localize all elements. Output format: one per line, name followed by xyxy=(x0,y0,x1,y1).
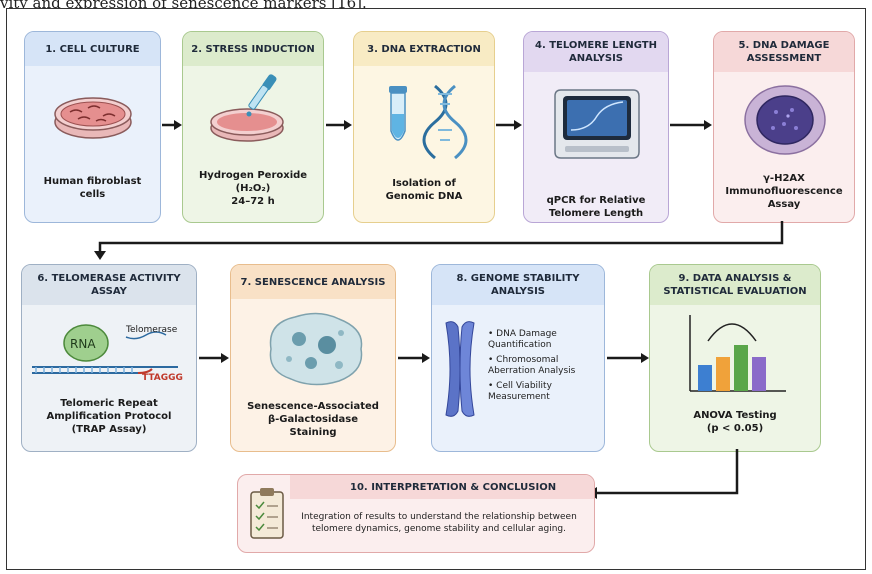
step-3-caption: Isolation of Genomic DNA xyxy=(385,178,463,202)
arrow-5-to-6 xyxy=(94,221,784,260)
step-8-bullet-list: • DNA Damage Quantification • Chromosoma… xyxy=(488,329,604,407)
conclusion-title: 10. INTERPRETATION & CONCLUSION xyxy=(290,475,594,499)
step-9-caption: ANOVA Testing (p < 0.05) xyxy=(693,410,777,434)
bullet-chromosomal: • Chromosomal Aberration Analysis xyxy=(488,355,576,376)
step-4-card: 4. TELOMERE LENGTH ANALYSIS qPCR for Rel… xyxy=(523,31,669,223)
arrow-3-to-4 xyxy=(496,120,522,130)
conclusion-text: Integration of results to understand the… xyxy=(301,512,577,534)
qpcr-machine-icon xyxy=(554,89,640,159)
step-5-caption: γ-H2AX Immunofluorescence Assay xyxy=(725,173,843,210)
step-7-card: 7. SENESCENCE ANALYSIS Senescence-Associ… xyxy=(230,264,396,452)
diagram-frame: 1. CELL CULTURE Human fibroblast cells 2… xyxy=(6,8,866,570)
arrow-7-to-8 xyxy=(398,353,430,363)
cell-nucleus-icon xyxy=(744,85,826,155)
step-4-caption: qPCR for Relative Telomere Length xyxy=(546,195,646,219)
telomerase-complex-icon xyxy=(32,324,178,374)
step-9-title: 9. DATA ANALYSIS & STATISTICAL EVALUATIO… xyxy=(650,265,820,305)
step-2-card: 2. STRESS INDUCTION Hydrogen Peroxide (H… xyxy=(182,31,324,223)
bar-graph-icon xyxy=(689,315,786,392)
step-6-card: 6. TELOMERASE ACTIVITY ASSAY RNA Telomer… xyxy=(21,264,197,452)
telomere-sequence-label: TTAGGG xyxy=(142,373,183,383)
step-5-card: 5. DNA DAMAGE ASSESSMENT γ-H2AX Immunofl… xyxy=(713,31,855,223)
step-1-caption: Human fibroblast cells xyxy=(43,176,142,200)
arrow-4-to-5 xyxy=(670,120,712,130)
dropper-dish-icon xyxy=(210,74,284,142)
step-1-card: 1. CELL CULTURE Human fibroblast cells xyxy=(24,31,161,223)
step-7-caption: Senescence-Associated β-Galactosidase St… xyxy=(247,401,379,438)
step-7-title: 7. SENESCENCE ANALYSIS xyxy=(231,265,395,299)
step-6-caption: Telomeric Repeat Amplification Protocol … xyxy=(46,398,172,435)
dna-tube-icon xyxy=(389,84,468,160)
bullet-dna-damage: • DNA Damage Quantification xyxy=(488,329,557,350)
arrow-9-to-10 xyxy=(587,449,739,499)
arrow-6-to-7 xyxy=(199,353,229,363)
step-3-title: 3. DNA EXTRACTION xyxy=(354,32,494,66)
step-2-title: 2. STRESS INDUCTION xyxy=(183,32,323,66)
arrow-1-to-2 xyxy=(162,120,182,130)
step-9-card: 9. DATA ANALYSIS & STATISTICAL EVALUATIO… xyxy=(649,264,821,452)
telomerase-label: Telomerase xyxy=(126,325,178,335)
rna-label: RNA xyxy=(70,337,96,351)
arrow-8-to-9 xyxy=(607,353,649,363)
step-6-title: 6. TELOMERASE ACTIVITY ASSAY xyxy=(22,265,196,305)
step-5-title: 5. DNA DAMAGE ASSESSMENT xyxy=(714,32,854,72)
step-2-caption-formula: (H₂O₂) xyxy=(235,183,271,194)
step-1-title: 1. CELL CULTURE xyxy=(25,32,160,66)
conclusion-card: 10. INTERPRETATION & CONCLUSION Integrat… xyxy=(237,474,595,553)
clipboard-icon xyxy=(250,488,284,539)
bullet-viability: • Cell Viability Measurement xyxy=(488,381,552,402)
chromosome-icon xyxy=(445,321,475,417)
step-2-caption-duration: 24–72 h xyxy=(231,196,275,207)
arrow-2-to-3 xyxy=(326,120,352,130)
senescent-cell-icon xyxy=(269,312,363,386)
step-2-caption-line1: Hydrogen Peroxide xyxy=(198,170,308,181)
step-3-card: 3. DNA EXTRACTION Isolation of Genomic D… xyxy=(353,31,495,223)
step-8-title: 8. GENOME STABILITY ANALYSIS xyxy=(432,265,604,305)
petri-dish-icon xyxy=(54,97,132,139)
step-8-card: 8. GENOME STABILITY ANALYSIS • DNA Damag… xyxy=(431,264,605,452)
step-4-title: 4. TELOMERE LENGTH ANALYSIS xyxy=(524,32,668,72)
